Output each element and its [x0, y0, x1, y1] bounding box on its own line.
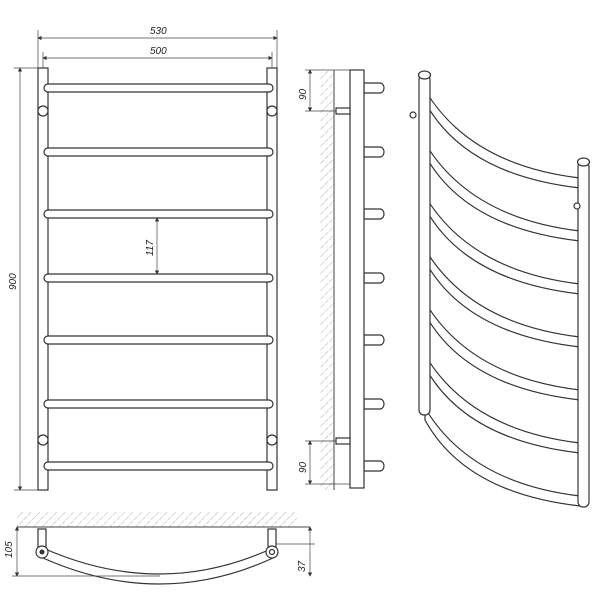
rung [43, 273, 274, 283]
rung [43, 461, 274, 471]
dim-axis-width: 500 [150, 46, 167, 57]
rungs [43, 83, 274, 471]
rung-pin [363, 460, 385, 472]
dim-bracket-depth: 37 [297, 560, 308, 572]
bottom-view: 105 37 [4, 512, 315, 585]
bottom-wall-hatch [17, 512, 297, 527]
dim-top-offset: 90 [298, 88, 309, 100]
side-rail [349, 69, 365, 489]
persp-right-rail [577, 161, 590, 508]
curved-rungs [424, 87, 581, 507]
rung-pin [363, 82, 385, 94]
rung [43, 83, 274, 93]
rung-pin [363, 146, 385, 158]
side-view: 90 90 [298, 69, 385, 490]
perspective-view [409, 70, 591, 508]
rung [43, 335, 274, 345]
rung-pin [363, 272, 385, 284]
bottom-curved-rung [42, 547, 274, 585]
rung [43, 209, 274, 219]
rung-pins [363, 82, 385, 472]
wall-hatch [320, 70, 334, 490]
rung-pin [363, 208, 385, 220]
rung-pin [363, 334, 385, 346]
rung-pin [363, 398, 385, 410]
dim-rung-pitch: 117 [145, 240, 156, 256]
dim-height: 900 [8, 273, 19, 290]
dim-depth: 105 [4, 541, 15, 558]
persp-left-rail [418, 74, 431, 416]
mount-brackets [37, 105, 278, 446]
dim-overall-width: 530 [150, 26, 167, 37]
rung [43, 147, 274, 157]
rung [43, 399, 274, 409]
front-view: 530 500 900 117 [8, 26, 278, 491]
dim-bottom-offset: 90 [298, 461, 309, 473]
